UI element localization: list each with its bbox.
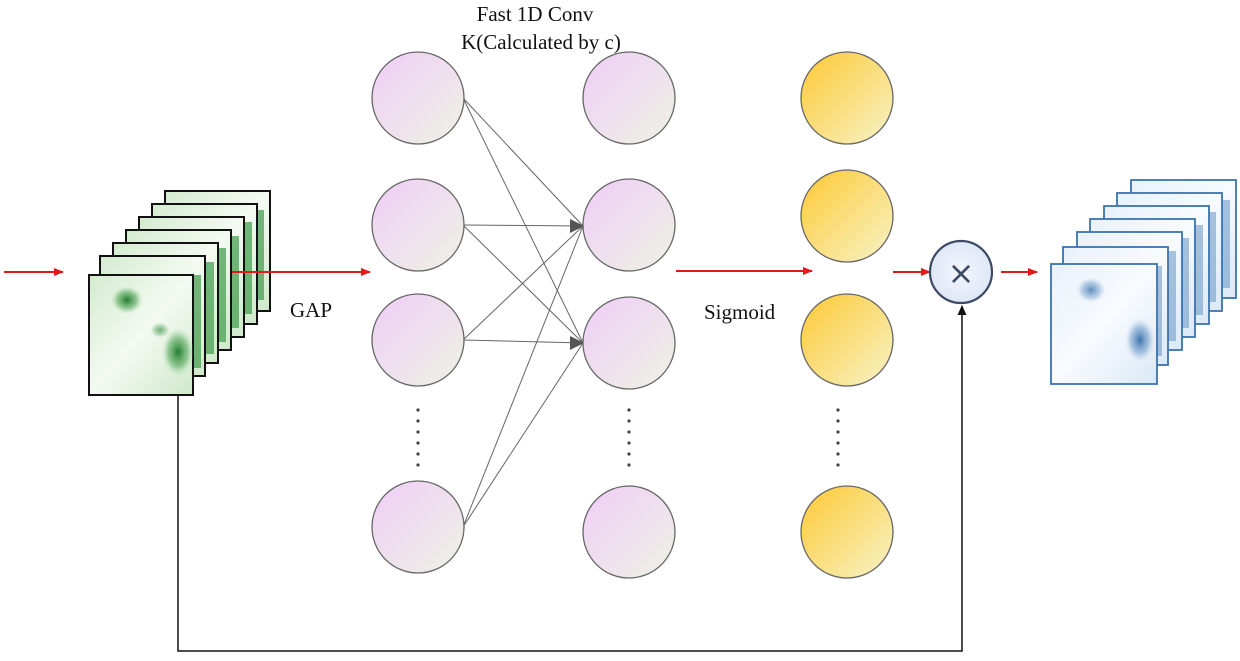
conv-edge [462,224,584,227]
conv-edge [462,225,584,528]
conv-edge [462,97,584,344]
input-feature-maps [88,190,271,396]
pooled-channel-node [371,293,465,387]
input-map-layer-1 [88,274,194,396]
ellipsis-dots [836,408,840,467]
channel-weight-node [800,485,894,579]
conv-output-node [582,485,676,579]
channel-weight-node [800,293,894,387]
conv-output-node [582,51,676,145]
conv-title-line-1: Fast 1D Conv [476,2,594,26]
conv-arrowhead-upper [570,219,584,233]
gap-label: GAP [290,298,333,322]
conv-output-column [582,51,676,579]
multiply-symbol: × [948,254,975,292]
conv-title-line-2: K(Calculated by c) [461,30,621,54]
pooled-channel-node [371,178,465,272]
output-feature-maps [1050,179,1237,385]
pooled-channel-node [371,480,465,574]
channel-weight-node [800,51,894,145]
channel-weight-column [800,51,894,579]
sigmoid-label: Sigmoid [704,300,776,324]
conv-edge [462,225,584,341]
residual-connection-line [177,305,967,652]
output-map-layer-1 [1050,263,1158,385]
conv-output-node [582,178,676,272]
conv-edge [462,97,584,227]
pooled-channel-column [371,51,465,574]
conv-edge [462,339,584,344]
conv-edge [462,224,584,344]
ellipsis-dots [627,408,631,467]
conv-connections [462,97,584,528]
conv-arrowhead-lower [570,336,584,350]
multiply-node: × [928,239,994,305]
conv-output-node [582,296,676,390]
conv-edge [462,342,584,528]
pooled-channel-node [371,51,465,145]
channel-weight-node [800,169,894,263]
ellipsis-dots [416,408,420,467]
